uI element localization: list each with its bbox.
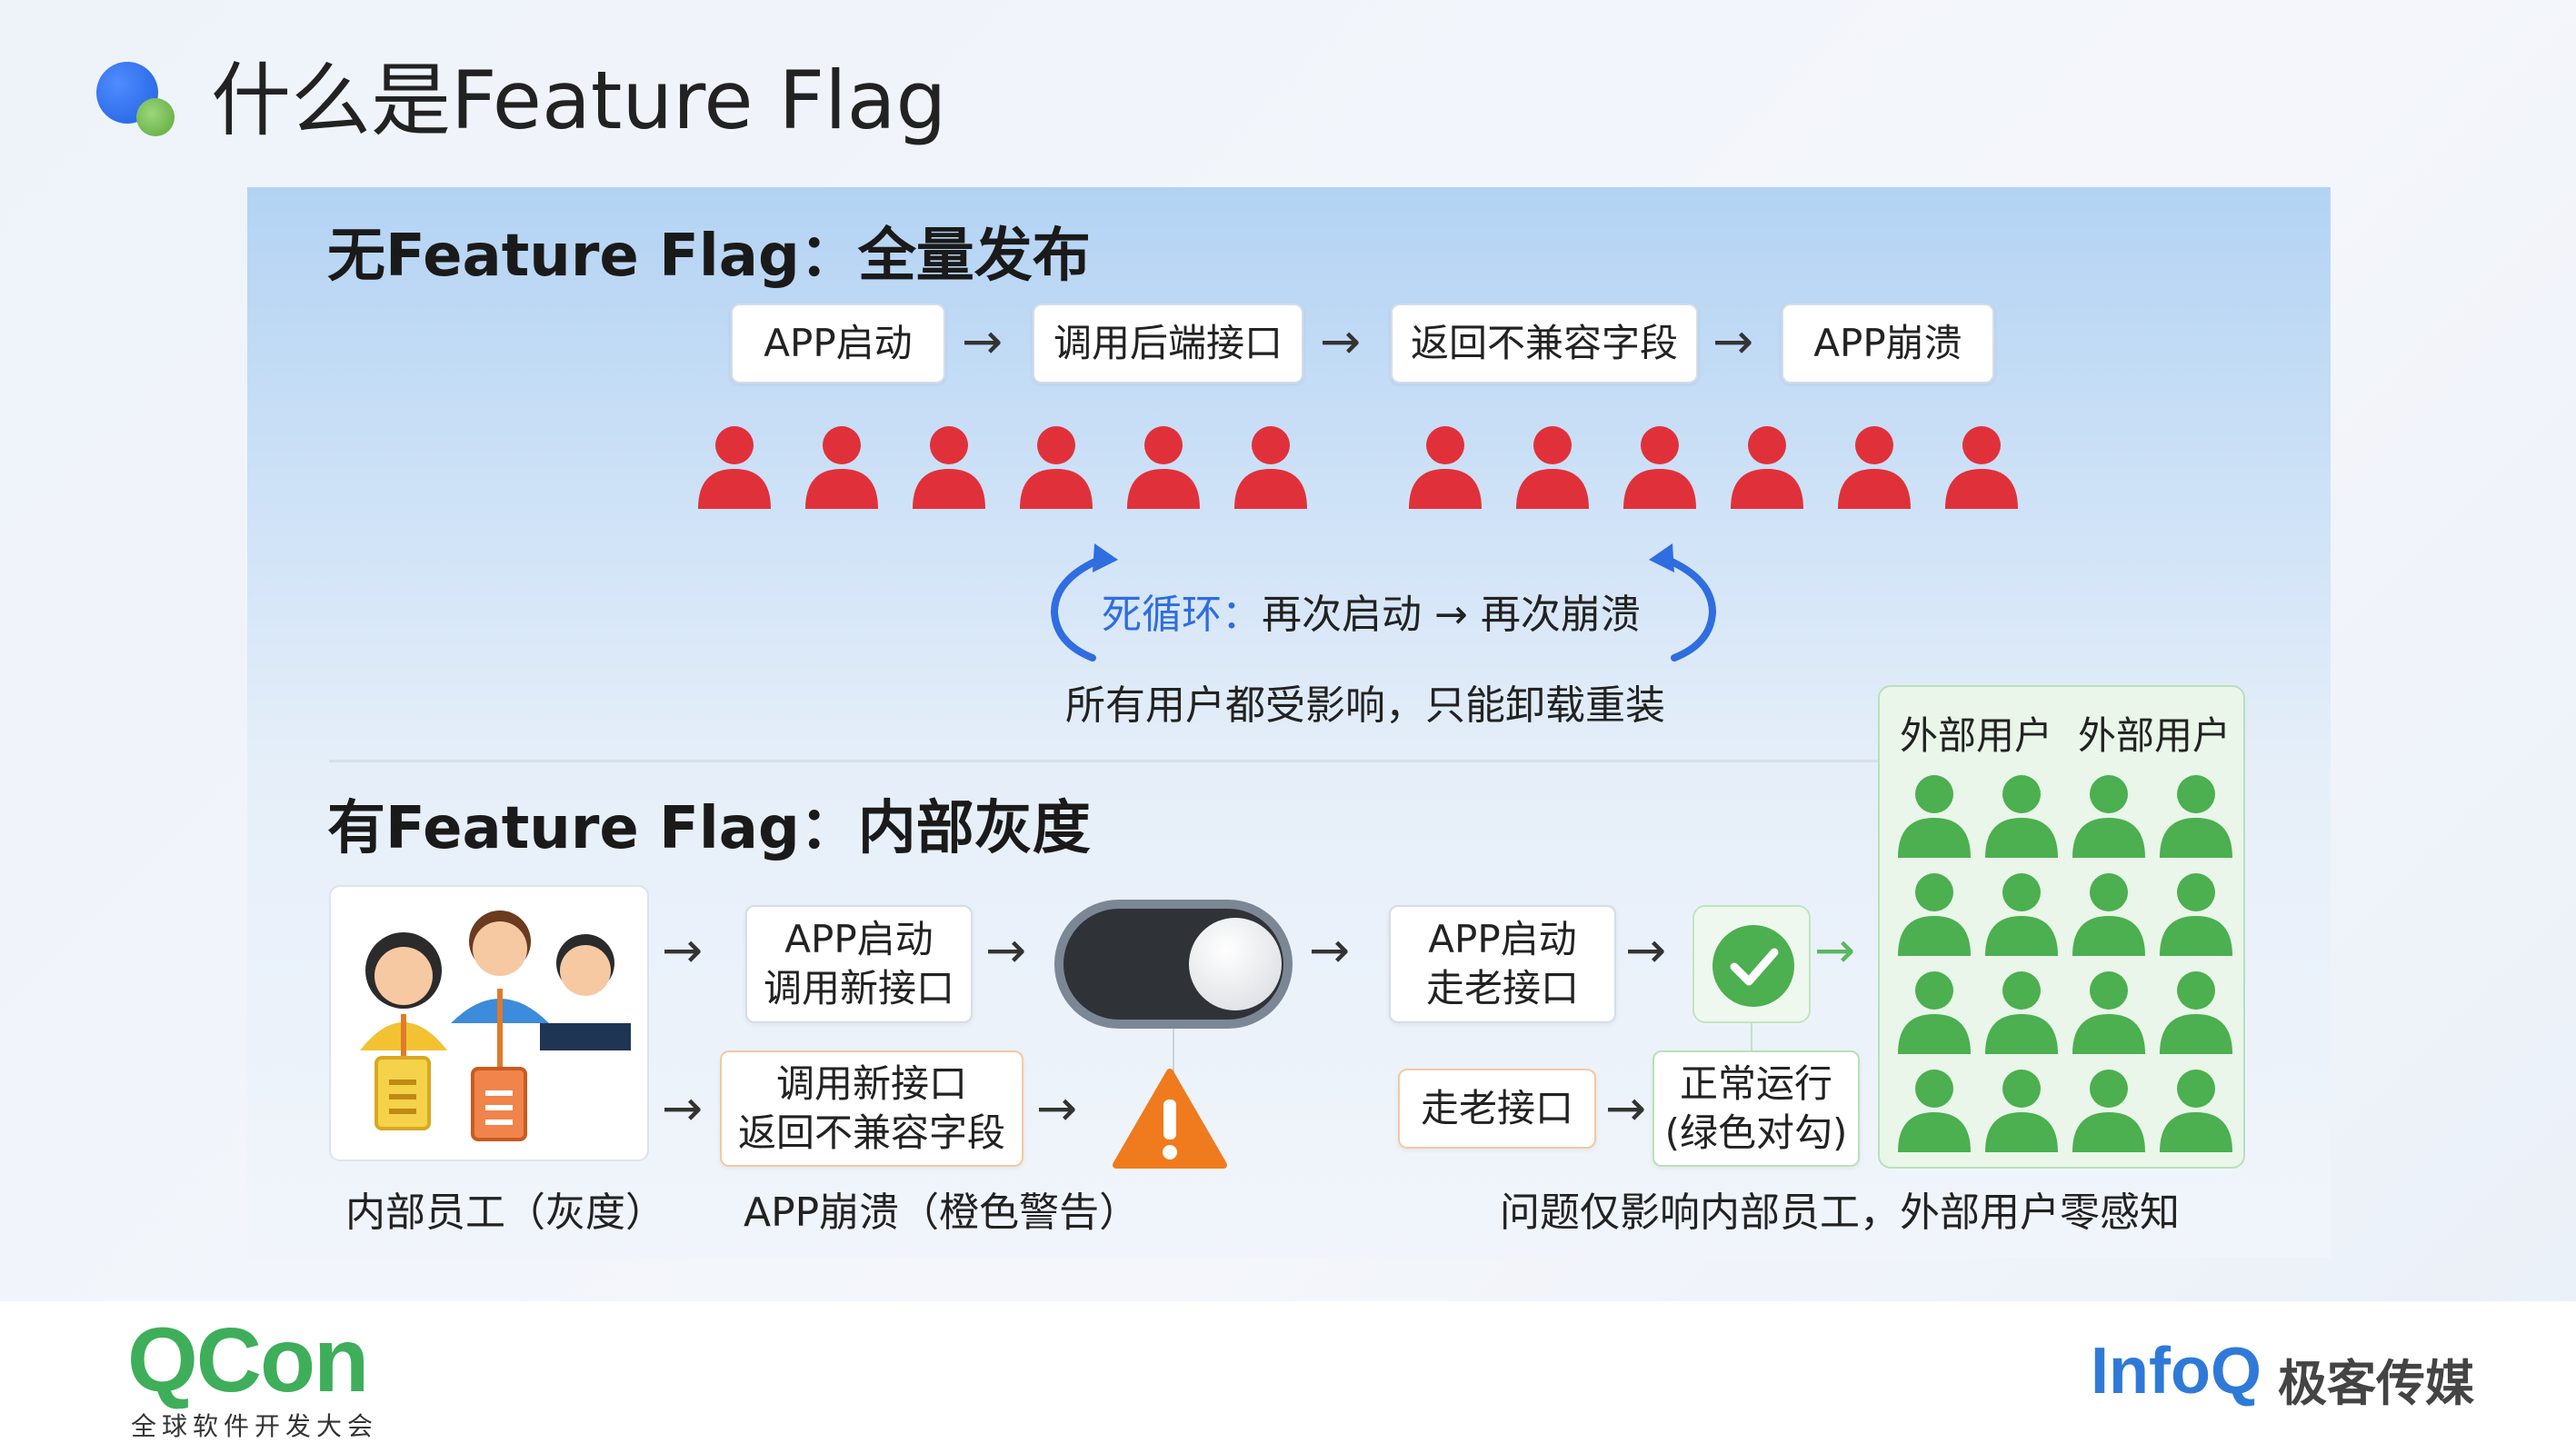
step-old-api: 走老接口	[1398, 1069, 1596, 1149]
user-icon	[1407, 422, 1483, 509]
step-new-api-incompatible: 调用新接口 返回不兼容字段	[720, 1050, 1023, 1167]
flow-arrow: →	[662, 1080, 704, 1137]
flow-arrow: →	[1625, 921, 1667, 979]
user-icon	[1514, 422, 1591, 509]
user-icon	[1018, 422, 1094, 509]
user-icon	[804, 422, 880, 509]
warning-icon	[1113, 1069, 1227, 1169]
user-icon	[1125, 422, 1202, 509]
title-bullet-green	[136, 98, 175, 136]
check-icon	[1712, 925, 1794, 1007]
section-title-no-flag: 无Feature Flag：全量发布	[327, 223, 1091, 290]
user-icon	[2158, 967, 2234, 1054]
step-app-start: APP启动	[731, 304, 945, 383]
user-icon	[2071, 1065, 2147, 1152]
user-icon	[1729, 422, 1805, 509]
success-check-box	[1692, 905, 1811, 1023]
user-icon	[2158, 771, 2234, 858]
section-divider	[329, 760, 2111, 762]
dead-loop-label: 死循环：	[1102, 592, 1262, 638]
step-incompatible-field: 返回不兼容字段	[1391, 304, 1698, 383]
toggle-knob	[1189, 918, 1282, 1010]
footer: QCon 全球软件开发大会 InfoQ 极客传媒	[0, 1301, 2576, 1443]
infoq-logo: InfoQ	[2091, 1335, 2261, 1408]
user-icon	[911, 422, 987, 509]
check-connector	[1751, 1023, 1752, 1056]
user-icon	[1896, 967, 1972, 1054]
user-icon	[2071, 967, 2147, 1054]
user-icon	[2071, 869, 2147, 956]
flow-arrow: →	[1605, 1080, 1647, 1137]
flow-arrow: →	[962, 313, 1003, 370]
flow-arrow: →	[985, 921, 1027, 979]
user-icon	[2158, 1065, 2234, 1152]
flow-arrow: →	[1712, 313, 1754, 370]
user-icon	[1896, 869, 1972, 956]
toggle-track	[1063, 909, 1283, 1020]
feature-flag-toggle[interactable]	[1054, 900, 1293, 1029]
staff-illustration-icon	[360, 911, 631, 1141]
impact-text: 所有用户都受影响，只能卸载重装	[1065, 682, 1665, 729]
flow-arrow: →	[662, 921, 704, 979]
dead-loop-text: 死循环：再次启动 → 再次崩溃	[1102, 582, 1641, 640]
qcon-subtitle: 全球软件开发大会	[131, 1411, 379, 1441]
section-title-with-flag: 有Feature Flag：内部灰度	[327, 795, 1091, 862]
dead-loop-desc: 再次启动 → 再次崩溃	[1262, 592, 1641, 638]
page-title: 什么是Feature Flag	[211, 54, 947, 147]
user-icon	[2071, 771, 2147, 858]
step-app-crash: APP崩溃	[1782, 304, 1994, 383]
external-users-panel: 外部用户 外部用户	[1878, 685, 2245, 1169]
flow-arrow: →	[1036, 1080, 1078, 1137]
user-icon	[1896, 771, 1972, 858]
user-icon	[1233, 422, 1309, 509]
diagram-panel: 无Feature Flag：全量发布 APP启动 → 调用后端接口 → 返回不兼…	[247, 187, 2331, 1258]
qcon-logo: QCon	[127, 1309, 369, 1411]
user-icon	[1983, 869, 2060, 956]
loop-arrow-left-icon	[1050, 543, 1118, 662]
external-users-label: 外部用户	[1900, 713, 2053, 758]
conclusion-text: 问题仅影响内部员工，外部用户零感知	[1500, 1189, 2180, 1236]
flow-arrow: →	[1320, 313, 1362, 370]
staff-label: 内部员工（灰度）	[345, 1189, 665, 1236]
loop-arrow-right-icon	[1649, 543, 1717, 662]
flow-arrow-green: →	[1814, 921, 1856, 979]
user-icon	[1983, 771, 2060, 858]
user-icon	[1836, 422, 1912, 509]
toggle-connector	[1173, 1029, 1174, 1072]
user-icon	[2158, 869, 2234, 956]
user-icon	[1983, 1065, 2060, 1152]
step-start-old-api: APP启动 走老接口	[1389, 905, 1616, 1023]
user-icon	[1983, 967, 2060, 1054]
user-icon	[1896, 1065, 1972, 1152]
flow-arrow: →	[1309, 921, 1351, 979]
user-icon	[696, 422, 773, 509]
user-icon	[1622, 422, 1698, 509]
user-icon	[1943, 422, 2020, 509]
internal-staff-card	[329, 885, 649, 1161]
geek-media-logo: 极客传媒	[2278, 1355, 2474, 1412]
step-call-backend: 调用后端接口	[1033, 304, 1303, 383]
step-normal-run: 正常运行 (绿色对勾)	[1652, 1050, 1860, 1167]
external-users-label: 外部用户	[2078, 713, 2232, 758]
crash-label: APP崩溃（橙色警告）	[744, 1189, 1140, 1236]
step-start-new-api: APP启动 调用新接口	[745, 905, 973, 1023]
